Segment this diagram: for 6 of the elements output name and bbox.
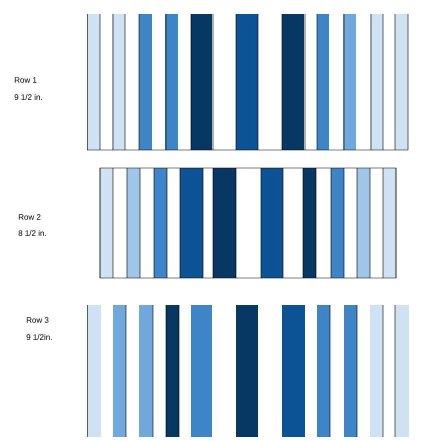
row-label: 8 1/2 in. [18, 230, 46, 236]
row-label: 9 1/2in. [26, 334, 52, 340]
row-label: Row 2 [18, 214, 40, 220]
row-label: Row 1 [14, 77, 36, 83]
row-label: Row 3 [26, 317, 48, 323]
row-label: 9 1/2 in. [14, 94, 42, 100]
